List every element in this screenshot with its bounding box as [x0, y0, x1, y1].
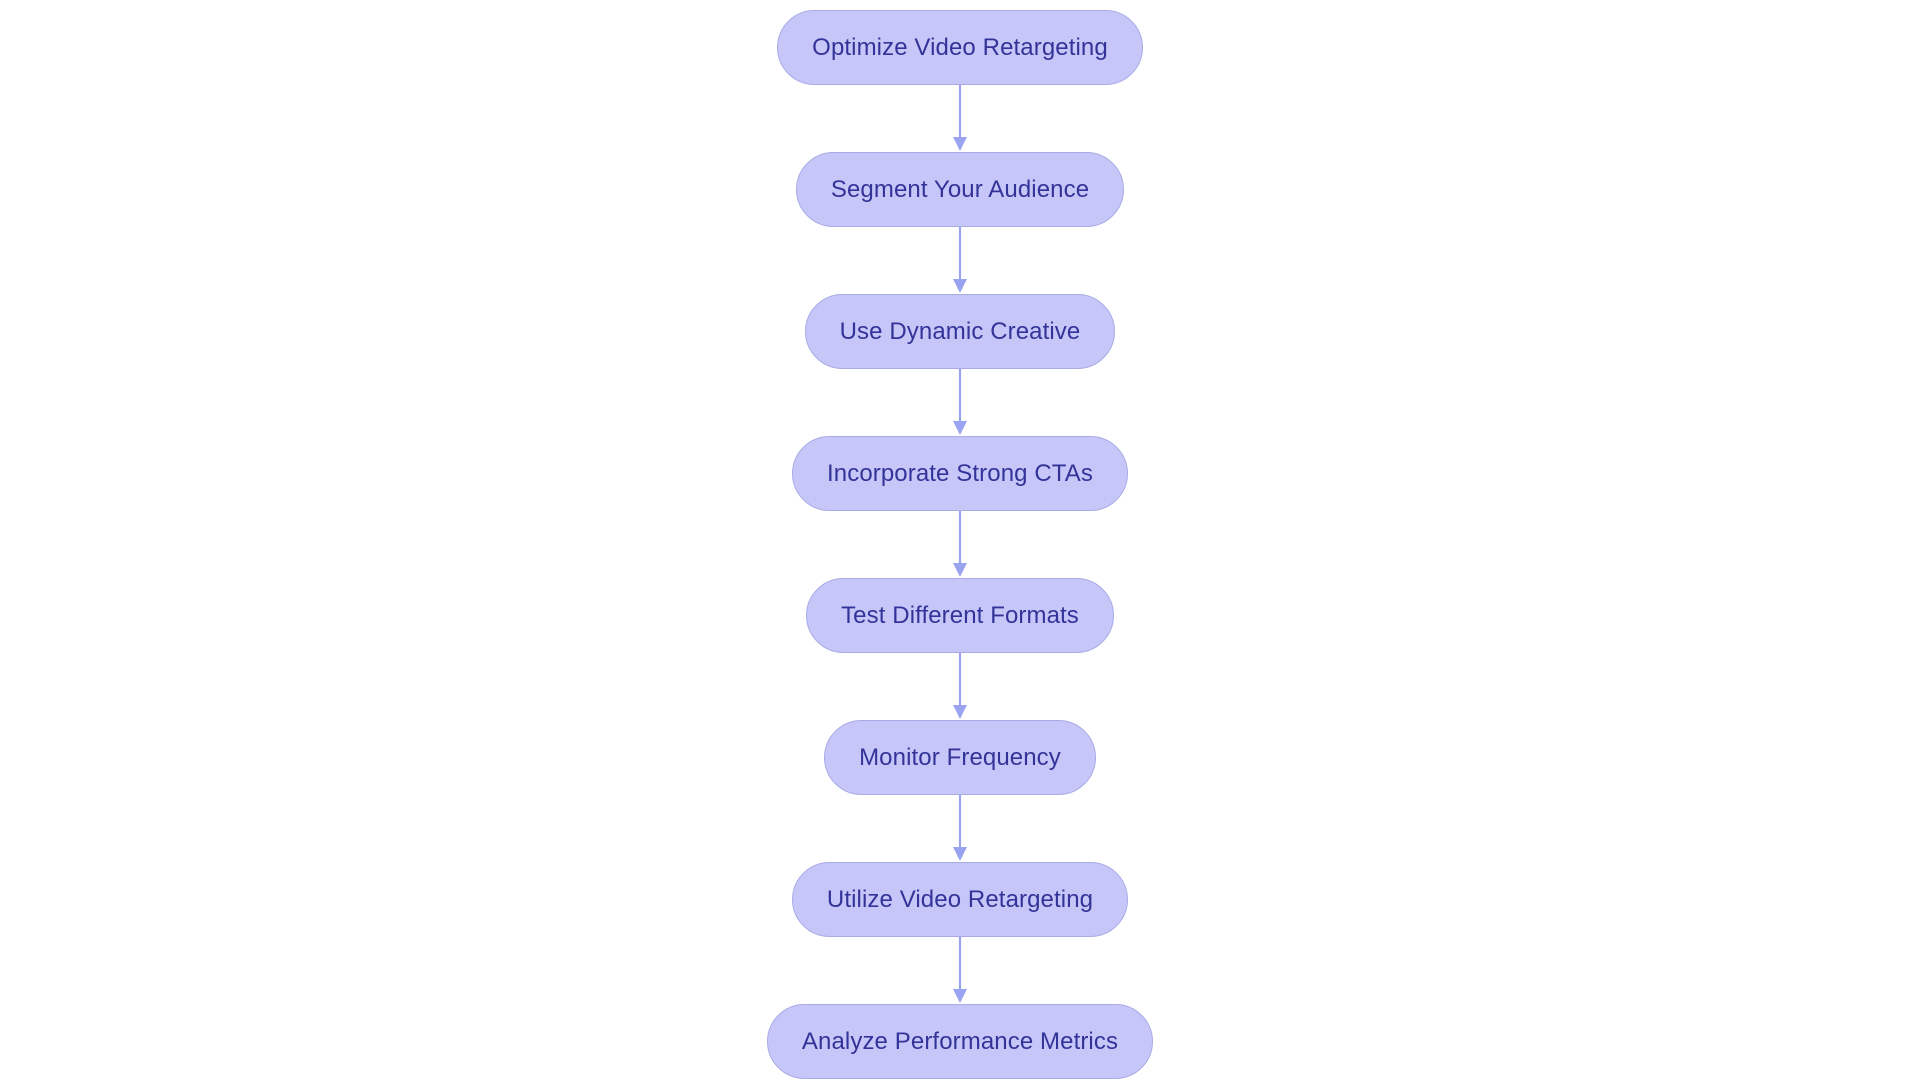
- flow-arrow-1: [951, 85, 969, 152]
- flow-arrow-3: [951, 369, 969, 436]
- flow-node-label: Optimize Video Retargeting: [812, 33, 1108, 61]
- flow-node-label: Monitor Frequency: [859, 743, 1061, 771]
- flow-node-label: Test Different Formats: [841, 601, 1079, 629]
- flow-node-label: Segment Your Audience: [830, 175, 1090, 203]
- flow-arrow-2: [951, 227, 969, 294]
- flow-node-optimize-video-retargeting[interactable]: Optimize Video Retargeting: [777, 10, 1143, 85]
- flow-arrow-5: [951, 653, 969, 720]
- flow-node-label: Analyze Performance Metrics: [801, 1027, 1119, 1055]
- flow-node-label: Utilize Video Retargeting: [826, 885, 1094, 913]
- flow-arrow-7: [951, 937, 969, 1004]
- flow-arrow-4: [951, 511, 969, 578]
- flow-node-label: Use Dynamic Creative: [839, 317, 1081, 345]
- flow-node-label: Incorporate Strong CTAs: [827, 459, 1093, 487]
- flow-node-use-dynamic-creative[interactable]: Use Dynamic Creative: [804, 294, 1116, 369]
- flow-node-incorporate-strong-ctas[interactable]: Incorporate Strong CTAs: [792, 436, 1128, 511]
- flow-node-analyze-performance-metrics[interactable]: Analyze Performance Metrics: [766, 1004, 1154, 1079]
- flow-node-monitor-frequency[interactable]: Monitor Frequency: [824, 720, 1096, 795]
- flow-node-test-different-formats[interactable]: Test Different Formats: [806, 578, 1114, 653]
- flow-node-segment-your-audience[interactable]: Segment Your Audience: [795, 152, 1125, 227]
- flow-node-utilize-video-retargeting[interactable]: Utilize Video Retargeting: [791, 862, 1129, 937]
- flow-arrow-6: [951, 795, 969, 862]
